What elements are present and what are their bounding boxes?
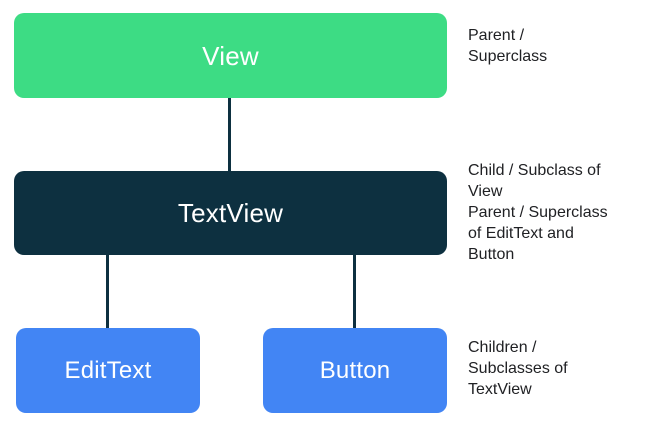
connector-textview-to-edittext [106, 250, 109, 336]
node-button-label: Button [319, 356, 391, 384]
node-textview: TextView [14, 171, 447, 255]
node-edittext-label: EditText [64, 356, 152, 384]
node-view-label: View [202, 40, 259, 71]
annotation-view: Parent / Superclass [468, 27, 548, 65]
node-edittext: EditText [16, 328, 200, 413]
node-button: Button [263, 328, 447, 413]
node-view: View [14, 13, 447, 98]
connector-view-to-textview [228, 92, 231, 178]
annotation-textview: Child / Subclass of View Parent / Superc… [468, 162, 608, 263]
node-textview-label: TextView [177, 198, 284, 228]
connector-textview-to-button [353, 250, 356, 336]
annotation-children: Children / Subclasses of TextView [468, 339, 568, 398]
